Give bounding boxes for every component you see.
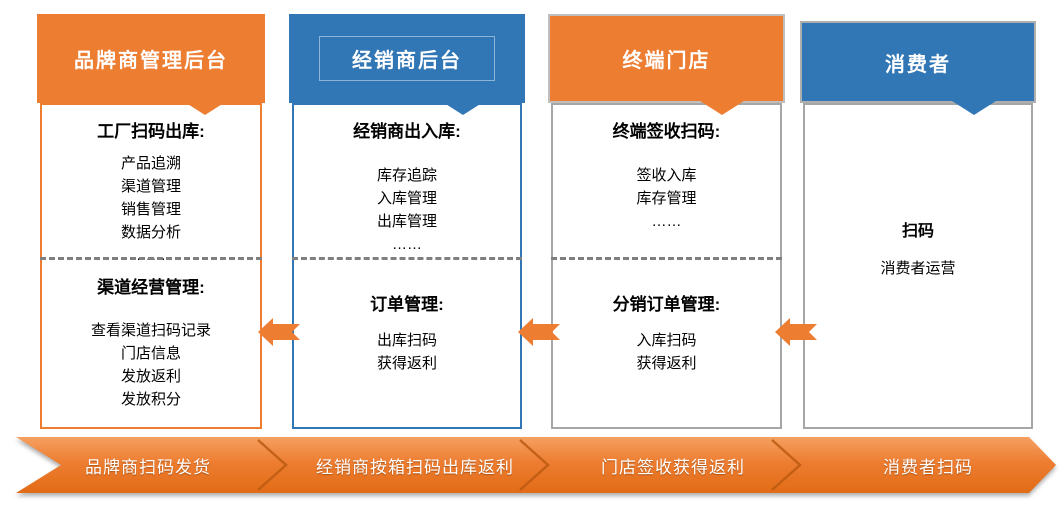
header-pointer-icon — [440, 101, 485, 115]
column-body: 经销商出入库: 库存追踪 入库管理 出库管理 …… 订单管理: 出库扫码 获得返… — [292, 103, 522, 429]
list-item: 产品追溯 — [120, 155, 181, 172]
flow-arrow-left-icon — [258, 318, 300, 346]
column-body: 扫码 消费者运营 — [803, 103, 1033, 429]
column-terminal-store: 终端门店 终端签收扫码: 签收入库 库存管理 …… 分销订单管理: 入库扫码 获… — [548, 14, 785, 429]
column-header: 品牌商管理后台 — [37, 14, 265, 115]
list-item: 出库扫码 — [376, 332, 437, 349]
section-items: 出库扫码 获得返利 — [294, 329, 520, 375]
list-item: 数据分析 — [120, 224, 181, 241]
section-items: 入库扫码 获得返利 — [553, 329, 780, 375]
column-header-label: 品牌商管理后台 — [74, 50, 228, 72]
list-item: 门店信息 — [120, 345, 181, 362]
section-items: 库存追踪 入库管理 出库管理 …… — [294, 164, 520, 256]
section-title: 经销商出入库: — [353, 122, 461, 141]
section-title: 终端签收扫码: — [612, 122, 721, 141]
list-item: 入库管理 — [376, 190, 437, 207]
list-item: …… — [651, 213, 682, 230]
list-item: 库存管理 — [636, 190, 697, 207]
chevron-separator-icon — [771, 439, 802, 491]
bar-segment-label: 品牌商扫码发货 — [85, 457, 211, 477]
column-header: 消费者 — [800, 21, 1036, 115]
column-header: 终端门店 — [548, 14, 785, 115]
bar-segment-label: 经销商按箱扫码出库返利 — [316, 457, 514, 477]
list-item: …… — [136, 247, 166, 264]
list-item: 库存追踪 — [376, 167, 437, 184]
list-item: 销售管理 — [120, 201, 181, 218]
list-item: 发放返利 — [120, 368, 181, 385]
list-item: 签收入库 — [636, 167, 697, 184]
column-brand-backend: 品牌商管理后台 工厂扫码出库: 产品追溯 渠道管理 销售管理 数据分析 …… 渠… — [37, 14, 265, 429]
chevron-separator-icon — [257, 439, 288, 491]
list-item: 发放积分 — [120, 391, 181, 408]
section-title: 分销订单管理: — [612, 295, 721, 314]
section-items: 产品追溯 渠道管理 销售管理 数据分析 …… — [42, 152, 260, 267]
list-item: 获得返利 — [376, 355, 437, 372]
flow-arrow-left-icon — [775, 318, 817, 346]
section-title: 订单管理: — [370, 295, 444, 314]
dashed-divider — [292, 257, 522, 260]
list-item: 出库管理 — [376, 213, 437, 230]
header-pointer-icon — [182, 101, 227, 115]
column-body: 终端签收扫码: 签收入库 库存管理 …… 分销订单管理: 入库扫码 获得返利 — [551, 103, 782, 429]
bar-segment-label: 消费者扫码 — [883, 457, 973, 477]
process-bar-shape — [16, 437, 1056, 493]
list-item: 渠道管理 — [120, 178, 181, 195]
process-arrow-bar — [16, 437, 1056, 493]
consumer-line: 扫码 — [901, 223, 934, 240]
list-item: 查看渠道扫码记录 — [90, 322, 211, 339]
list-item: 获得返利 — [636, 355, 697, 372]
consumer-line: 消费者运营 — [880, 260, 956, 277]
section-items: 签收入库 库存管理 …… — [553, 164, 780, 233]
column-header-label: 终端门店 — [622, 50, 711, 72]
column-body: 工厂扫码出库: 产品追溯 渠道管理 销售管理 数据分析 …… 渠道经营管理: 查… — [40, 103, 262, 429]
column-consumer: 消费者 扫码 消费者运营 — [800, 14, 1036, 429]
chevron-separator-icon — [519, 439, 550, 491]
flow-arrow-left-icon — [518, 318, 560, 346]
dashed-divider — [551, 257, 782, 260]
bar-segment-label: 门店签收获得返利 — [601, 457, 745, 477]
list-item: …… — [392, 236, 422, 253]
column-distributor-backend: 经销商后台 经销商出入库: 库存追踪 入库管理 出库管理 …… 订单管理: 出库… — [289, 14, 525, 429]
section-title: 渠道经营管理: — [97, 278, 205, 297]
dashed-divider — [40, 257, 262, 260]
column-header: 经销商后台 — [289, 14, 525, 115]
column-header-label: 经销商后台 — [319, 36, 495, 81]
header-pointer-icon — [951, 101, 996, 115]
list-item: 入库扫码 — [636, 332, 697, 349]
header-pointer-icon — [700, 101, 745, 115]
column-header-label: 消费者 — [885, 53, 951, 76]
section-items: 查看渠道扫码记录 门店信息 发放返利 发放积分 — [42, 319, 260, 411]
section-title: 工厂扫码出库: — [97, 122, 205, 141]
